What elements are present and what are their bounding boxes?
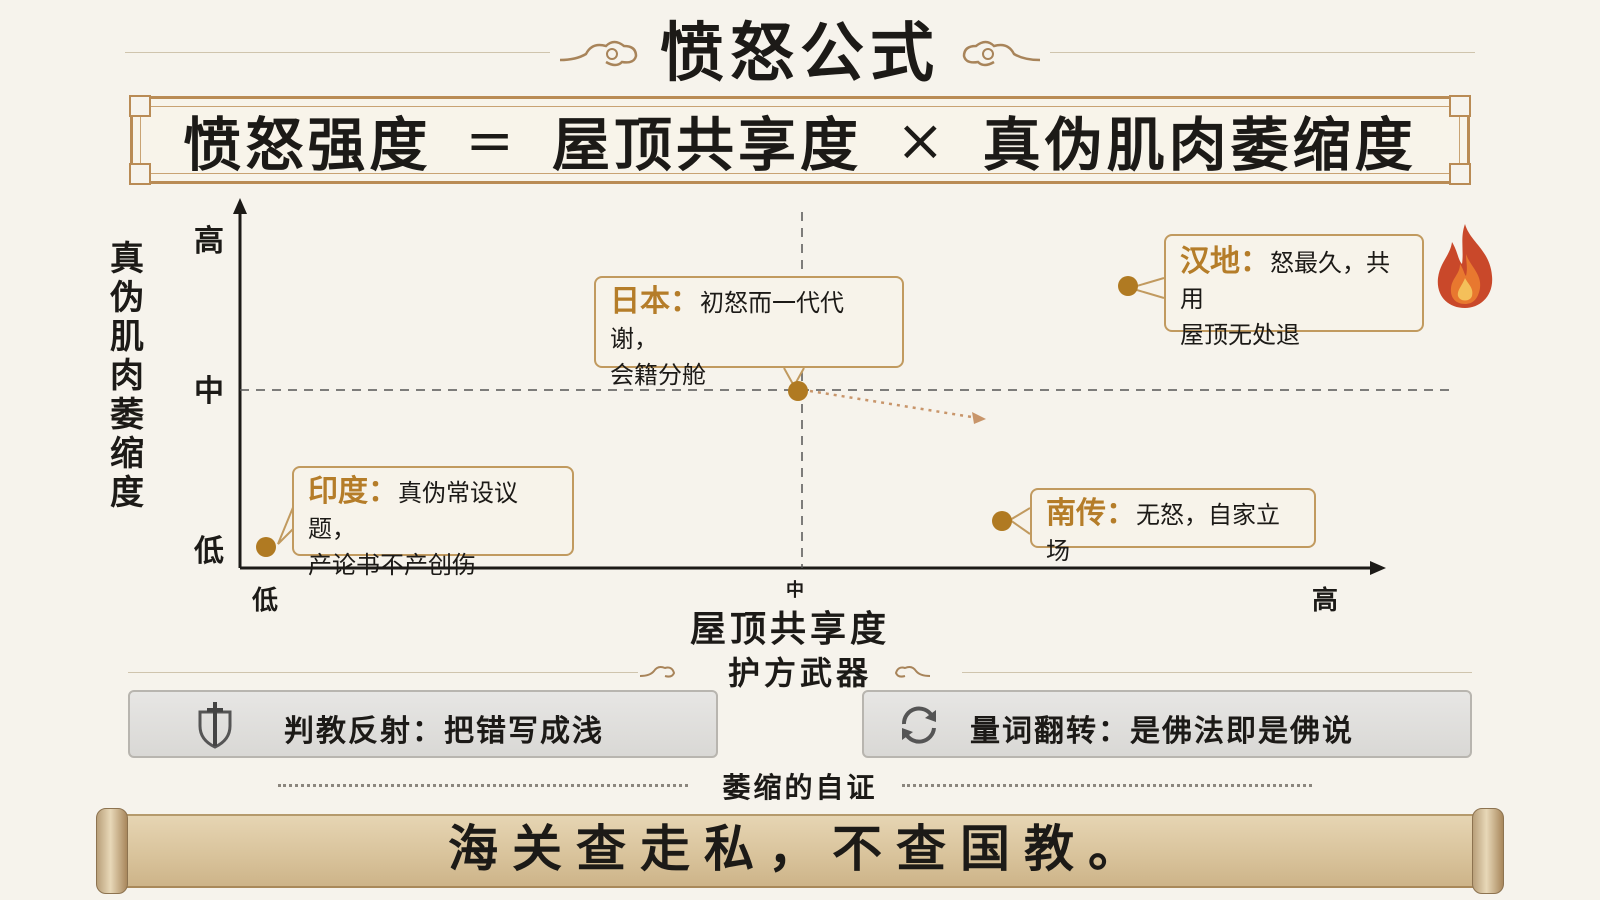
scroll-roller-left: [96, 808, 128, 894]
point-nanchuan: [992, 511, 1012, 531]
formula-equals: =: [465, 106, 518, 174]
small-cloud-left-icon: [639, 666, 676, 678]
point-japan: [788, 381, 808, 401]
callout-handi-name: 汉地：: [1180, 244, 1270, 279]
callout-nanchuan-name: 南传：: [1046, 496, 1136, 531]
callout-japan-line2: 会籍分舱: [610, 361, 706, 389]
india-pointer: [277, 504, 295, 545]
x-tick-low: 低: [252, 586, 279, 616]
callout-india: 印度：真伪常设议题， 产论书不产创伤: [292, 466, 574, 579]
y-tick-high: 高: [194, 224, 224, 259]
scroll-banner: 海关查走私，不查国教。: [96, 808, 1504, 894]
point-handi: [1118, 276, 1138, 296]
sword-shield-icon: [198, 702, 232, 749]
y-axis-title: 真伪肌肉萎缩度: [110, 239, 144, 513]
weapon-quantifier-flip: 量词翻转：是佛法即是佛说: [862, 690, 1472, 758]
callout-japan-line1: 初怒而一代代谢，: [610, 289, 844, 353]
weapons-title: 护方武器: [727, 654, 872, 692]
callout-india-name: 印度：: [308, 474, 398, 509]
weapon-judging-reflex: 判教反射：把错写成浅: [128, 690, 718, 758]
cloud-ornament-right-icon: [962, 40, 1041, 67]
flame-icon: [1437, 224, 1493, 308]
x-tick-high: 高: [1312, 586, 1339, 616]
small-cloud-right-icon: [894, 666, 931, 678]
y-tick-mid: 中: [194, 374, 224, 409]
formula-term-roof-sharing: 屋顶共享度: [551, 111, 862, 179]
x-axis: [240, 561, 1386, 575]
x-tick-mid: 中: [786, 580, 804, 601]
trend-arrow: [809, 389, 986, 424]
proof-title: 萎缩的自证: [722, 771, 878, 804]
x-axis-title: 屋顶共享度: [690, 608, 891, 650]
cloud-ornament-left-icon: [559, 40, 638, 67]
callout-handi-line1: 怒最久，共用: [1180, 249, 1390, 313]
formula-term-anger-intensity: 愤怒强度: [183, 111, 432, 179]
page-title: 愤怒公式: [660, 16, 940, 91]
nanchuan-pointer: [1008, 507, 1031, 535]
callout-japan: 日本：初怒而一代代谢， 会籍分舱: [594, 276, 904, 389]
point-india: [256, 537, 276, 557]
formula-term-atrophy: 真伪肌肉萎缩度: [982, 111, 1417, 179]
callout-handi-line2: 屋顶无处退: [1180, 321, 1300, 349]
callout-india-line1: 真伪常设议题，: [308, 479, 518, 543]
y-axis: [233, 198, 247, 568]
scroll-roller-right: [1472, 808, 1504, 894]
weapon-quantifier-flip-label: 量词翻转：是佛法即是佛说: [970, 714, 1354, 749]
callout-nanchuan-line1: 无怒，自家立场: [1046, 501, 1280, 565]
callout-japan-name: 日本：: [610, 284, 700, 319]
weapon-judging-reflex-label: 判教反射：把错写成浅: [284, 714, 604, 749]
formula-banner: 愤怒强度 = 屋顶共享度 × 真伪肌肉萎缩度: [129, 95, 1471, 185]
callout-nanchuan: 南传：无怒，自家立场: [1030, 488, 1316, 565]
callout-handi: 汉地：怒最久，共用 屋顶无处退: [1164, 234, 1424, 349]
y-tick-low: 低: [194, 534, 224, 569]
formula-times: ×: [896, 106, 949, 174]
cycle-arrows-icon: [901, 706, 936, 744]
scroll-text: 海关查走私，不查国教。: [448, 819, 1152, 878]
quadrant-chart: [233, 198, 1450, 575]
callout-india-line2: 产论书不产创伤: [308, 551, 476, 579]
